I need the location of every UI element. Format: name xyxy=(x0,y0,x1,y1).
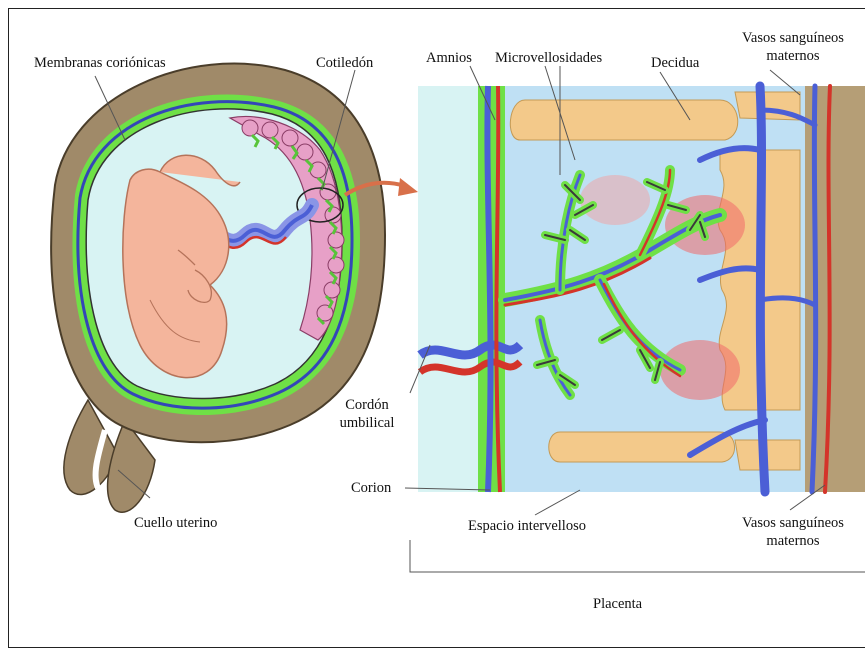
label-cuello-uterino: Cuello uterino xyxy=(134,515,217,531)
label-membranas-corionicas: Membranas coriónicas xyxy=(34,55,166,71)
label-cotiledon: Cotiledón xyxy=(316,55,373,71)
label-placenta: Placenta xyxy=(593,596,642,612)
uterus-illustration xyxy=(51,64,385,513)
label-vasos-top-line2: maternos xyxy=(718,48,865,64)
label-vasos-sanguineos-top: Vasos sanguíneos maternos xyxy=(718,30,865,64)
label-espacio-intervelloso: Espacio intervelloso xyxy=(468,518,586,534)
label-decidua: Decidua xyxy=(651,55,699,71)
label-cordon-umbilical: Cordón umbilical xyxy=(332,397,402,431)
label-microvellosidades: Microvellosidades xyxy=(495,50,602,66)
label-cordon-line2: umbilical xyxy=(332,415,402,431)
placenta-detail xyxy=(418,86,865,492)
label-vasos-bottom-line2: maternos xyxy=(718,533,865,549)
label-vasos-sanguineos-bottom: Vasos sanguíneos maternos xyxy=(718,515,865,549)
label-cordon-line1: Cordón xyxy=(332,397,402,413)
label-amnios: Amnios xyxy=(426,50,472,66)
diagram-canvas: Membranas coriónicas Cotiledón Amnios Mi… xyxy=(0,0,865,633)
label-vasos-bottom-line1: Vasos sanguíneos xyxy=(718,515,865,531)
label-vasos-top-line1: Vasos sanguíneos xyxy=(718,30,865,46)
label-corion: Corion xyxy=(351,480,391,496)
